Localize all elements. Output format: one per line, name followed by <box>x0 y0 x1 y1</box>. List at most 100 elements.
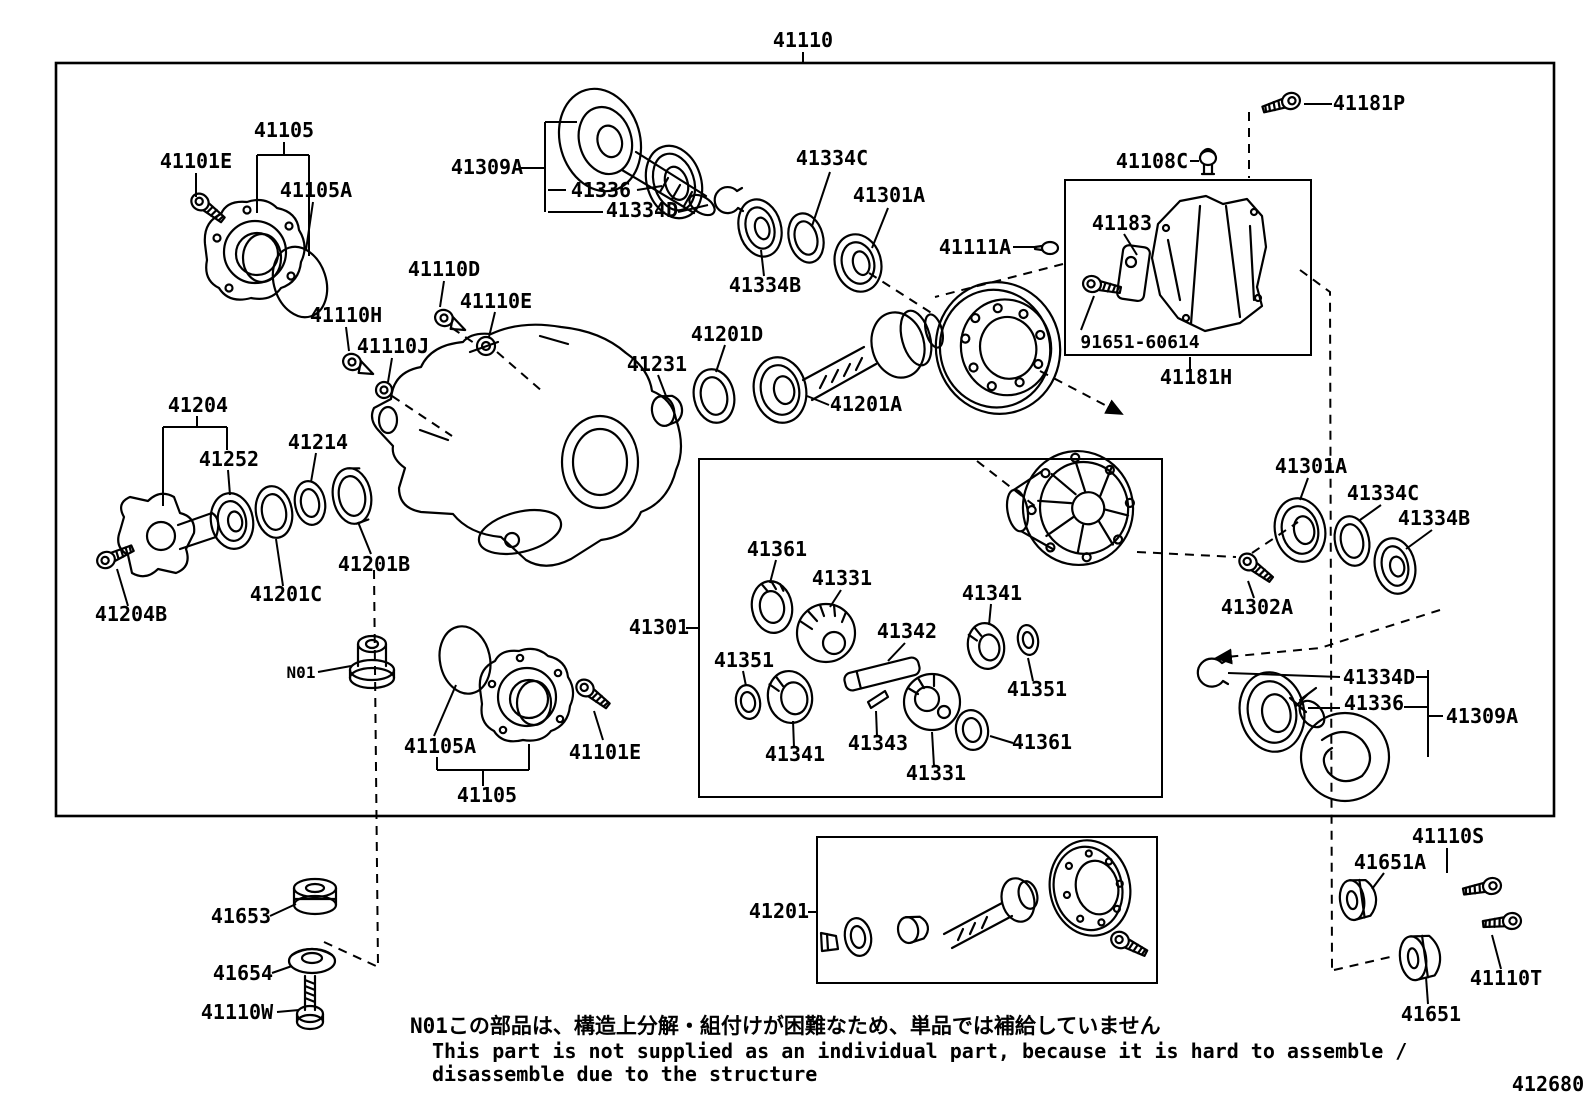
part-drawing-plug-41110h <box>342 352 375 376</box>
part-drawing-nut-41110e <box>475 335 497 357</box>
part-label-n01: N01 <box>287 663 316 682</box>
part-label-41108c: 41108C <box>1116 149 1188 173</box>
part-drawing-drive-pinion-41309a-right <box>1288 686 1391 803</box>
part-label-41214: 41214 <box>288 430 348 454</box>
part-label-41252: 41252 <box>199 447 259 471</box>
part-drawing-nut-41110j <box>374 380 394 400</box>
part-label-41201b: 41201B <box>338 552 410 576</box>
part-label-41331-2: 41331 <box>906 761 966 785</box>
part-label-41651: 41651 <box>1401 1002 1461 1026</box>
part-drawing-bearing-41301a-right <box>1273 497 1327 563</box>
part-drawing-ring-41334c-right <box>1333 515 1371 567</box>
part-label-41110d: 41110D <box>408 257 480 281</box>
part-label-41301: 41301 <box>629 615 689 639</box>
part-label-41334c-2: 41334C <box>1347 481 1419 505</box>
part-label-41201c: 41201C <box>250 582 322 606</box>
part-drawing-cushion-41651 <box>1398 934 1442 982</box>
part-drawing-bracket-41183 <box>1116 244 1151 303</box>
part-drawing-ring-gear <box>934 281 1062 415</box>
part-label-41110t: 41110T <box>1470 966 1542 990</box>
part-drawing-pinion-gear-41331-top <box>795 602 857 664</box>
part-drawing-washer-41201d <box>692 368 736 424</box>
part-label-41111a: 41111A <box>939 235 1011 259</box>
part-label-41654: 41654 <box>213 961 273 985</box>
assembly-dashed-lines <box>323 112 1441 971</box>
part-label-41341: 41341 <box>962 581 1022 605</box>
part-drawing-bearing-41336-right <box>1238 671 1306 753</box>
part-label-41101e-2: 41101E <box>569 740 641 764</box>
part-label-41201a: 41201A <box>830 392 902 416</box>
part-label-41342: 41342 <box>877 619 937 643</box>
part-drawing-washer-41214 <box>293 480 327 526</box>
part-label-41201: 41201 <box>749 899 809 923</box>
part-drawing-pinion-nut <box>819 931 840 953</box>
main-assembly-box <box>54 61 1556 818</box>
part-drawing-cushion-41653 <box>292 877 338 916</box>
part-drawing-bushing-n01 <box>348 634 396 690</box>
part-drawing-seal-41201c <box>254 485 294 539</box>
part-drawing-bolt-41101e-bottom <box>571 675 614 714</box>
note-en-line2: disassemble due to the structure <box>432 1062 817 1086</box>
part-drawing-diff-case <box>1005 449 1136 567</box>
part-label-41110j: 41110J <box>357 334 429 358</box>
part-drawing-plug-41110d <box>434 308 467 332</box>
part-label-41302a: 41302A <box>1221 595 1293 619</box>
part-label-41301a: 41301A <box>853 183 925 207</box>
part-label-41110h: 41110H <box>310 303 382 327</box>
note-jp: N01この部品は、構造上分解・組付けが困難なため、単品では補給していません <box>410 1014 1161 1038</box>
part-label-41351: 41351 <box>714 648 774 672</box>
drive-pinion-subassembly-box <box>816 836 1158 984</box>
part-drawing-side-gear-41341-right <box>966 622 1006 670</box>
part-label-41101e: 41101E <box>160 149 232 173</box>
part-drawing-kit-pinion-shaft <box>942 877 1039 950</box>
part-label-41334c: 41334C <box>796 146 868 170</box>
part-label-41110s: 41110S <box>1412 824 1484 848</box>
part-drawing-bearing-41252 <box>209 492 255 550</box>
part-label-41110e: 41110E <box>460 289 532 313</box>
part-label-41105a-2: 41105A <box>404 734 476 758</box>
part-drawing-bolt-41110s <box>1460 875 1504 901</box>
part-drawing-bearing-41201b <box>331 467 373 525</box>
part-label-41336-2: 41336 <box>1344 691 1404 715</box>
part-label-41341-2: 41341 <box>765 742 825 766</box>
part-drawing-oring-bottom <box>438 625 492 695</box>
part-drawing-seal-41336-top <box>644 144 704 220</box>
part-drawing-kit-ring-gear <box>1048 839 1132 937</box>
part-drawing-bearing-spacer <box>896 915 930 945</box>
part-number-labels: 4111041101E4110541105A41309A4133641334D4… <box>95 28 1542 1026</box>
part-drawing-bolt-41101e-top <box>186 189 229 228</box>
part-drawing-pinion-shaft-41342 <box>843 656 921 692</box>
part-drawing-side-gear-washer-41361-top <box>750 580 794 634</box>
part-drawing-bolt-41110w <box>295 974 325 1031</box>
part-drawing-thrust-washer-41351-right <box>1016 624 1040 656</box>
part-drawing-oring-41105a-top <box>271 245 329 319</box>
part-label-41336: 41336 <box>571 178 631 202</box>
part-drawing-straight-pin-41343 <box>866 689 890 710</box>
part-label-41334d-2: 41334D <box>1343 665 1415 689</box>
part-drawing-bolt-41110t <box>1481 911 1523 934</box>
part-drawing-seal-41334b-part <box>737 198 783 258</box>
part-label-41204: 41204 <box>168 393 228 417</box>
part-drawing-washer-41654 <box>287 947 337 975</box>
part-label-41309a-2: 41309A <box>1446 704 1518 728</box>
part-drawing-ring-41334c-part <box>787 212 825 264</box>
part-label-41361: 41361 <box>747 537 807 561</box>
part-drawing-breather-41108c <box>1198 147 1218 176</box>
figure-code: 412680 <box>1512 1072 1584 1096</box>
part-label-41334b-2: 41334B <box>1398 506 1470 530</box>
part-label-41651a: 41651A <box>1354 850 1426 874</box>
part-drawing-side-gear-41341-bottom <box>766 670 814 724</box>
part-drawing-seal-41334b-right <box>1373 537 1417 595</box>
part-drawing-carrier-cover-41181h <box>1150 194 1268 333</box>
part-drawing-spacer-41231 <box>650 394 684 427</box>
part-label-41301a-2: 41301A <box>1275 454 1347 478</box>
part-label-41181h: 41181H <box>1160 365 1232 389</box>
part-label-41309a: 41309A <box>451 155 523 179</box>
part-drawing-washer-41361-bottom <box>954 709 990 751</box>
part-drawing-snapring-41334d-right <box>1196 657 1230 688</box>
part-drawing-plug-41111a <box>1033 240 1060 256</box>
part-drawing-bearing-41301a-part <box>833 233 883 293</box>
part-label-41331: 41331 <box>812 566 872 590</box>
